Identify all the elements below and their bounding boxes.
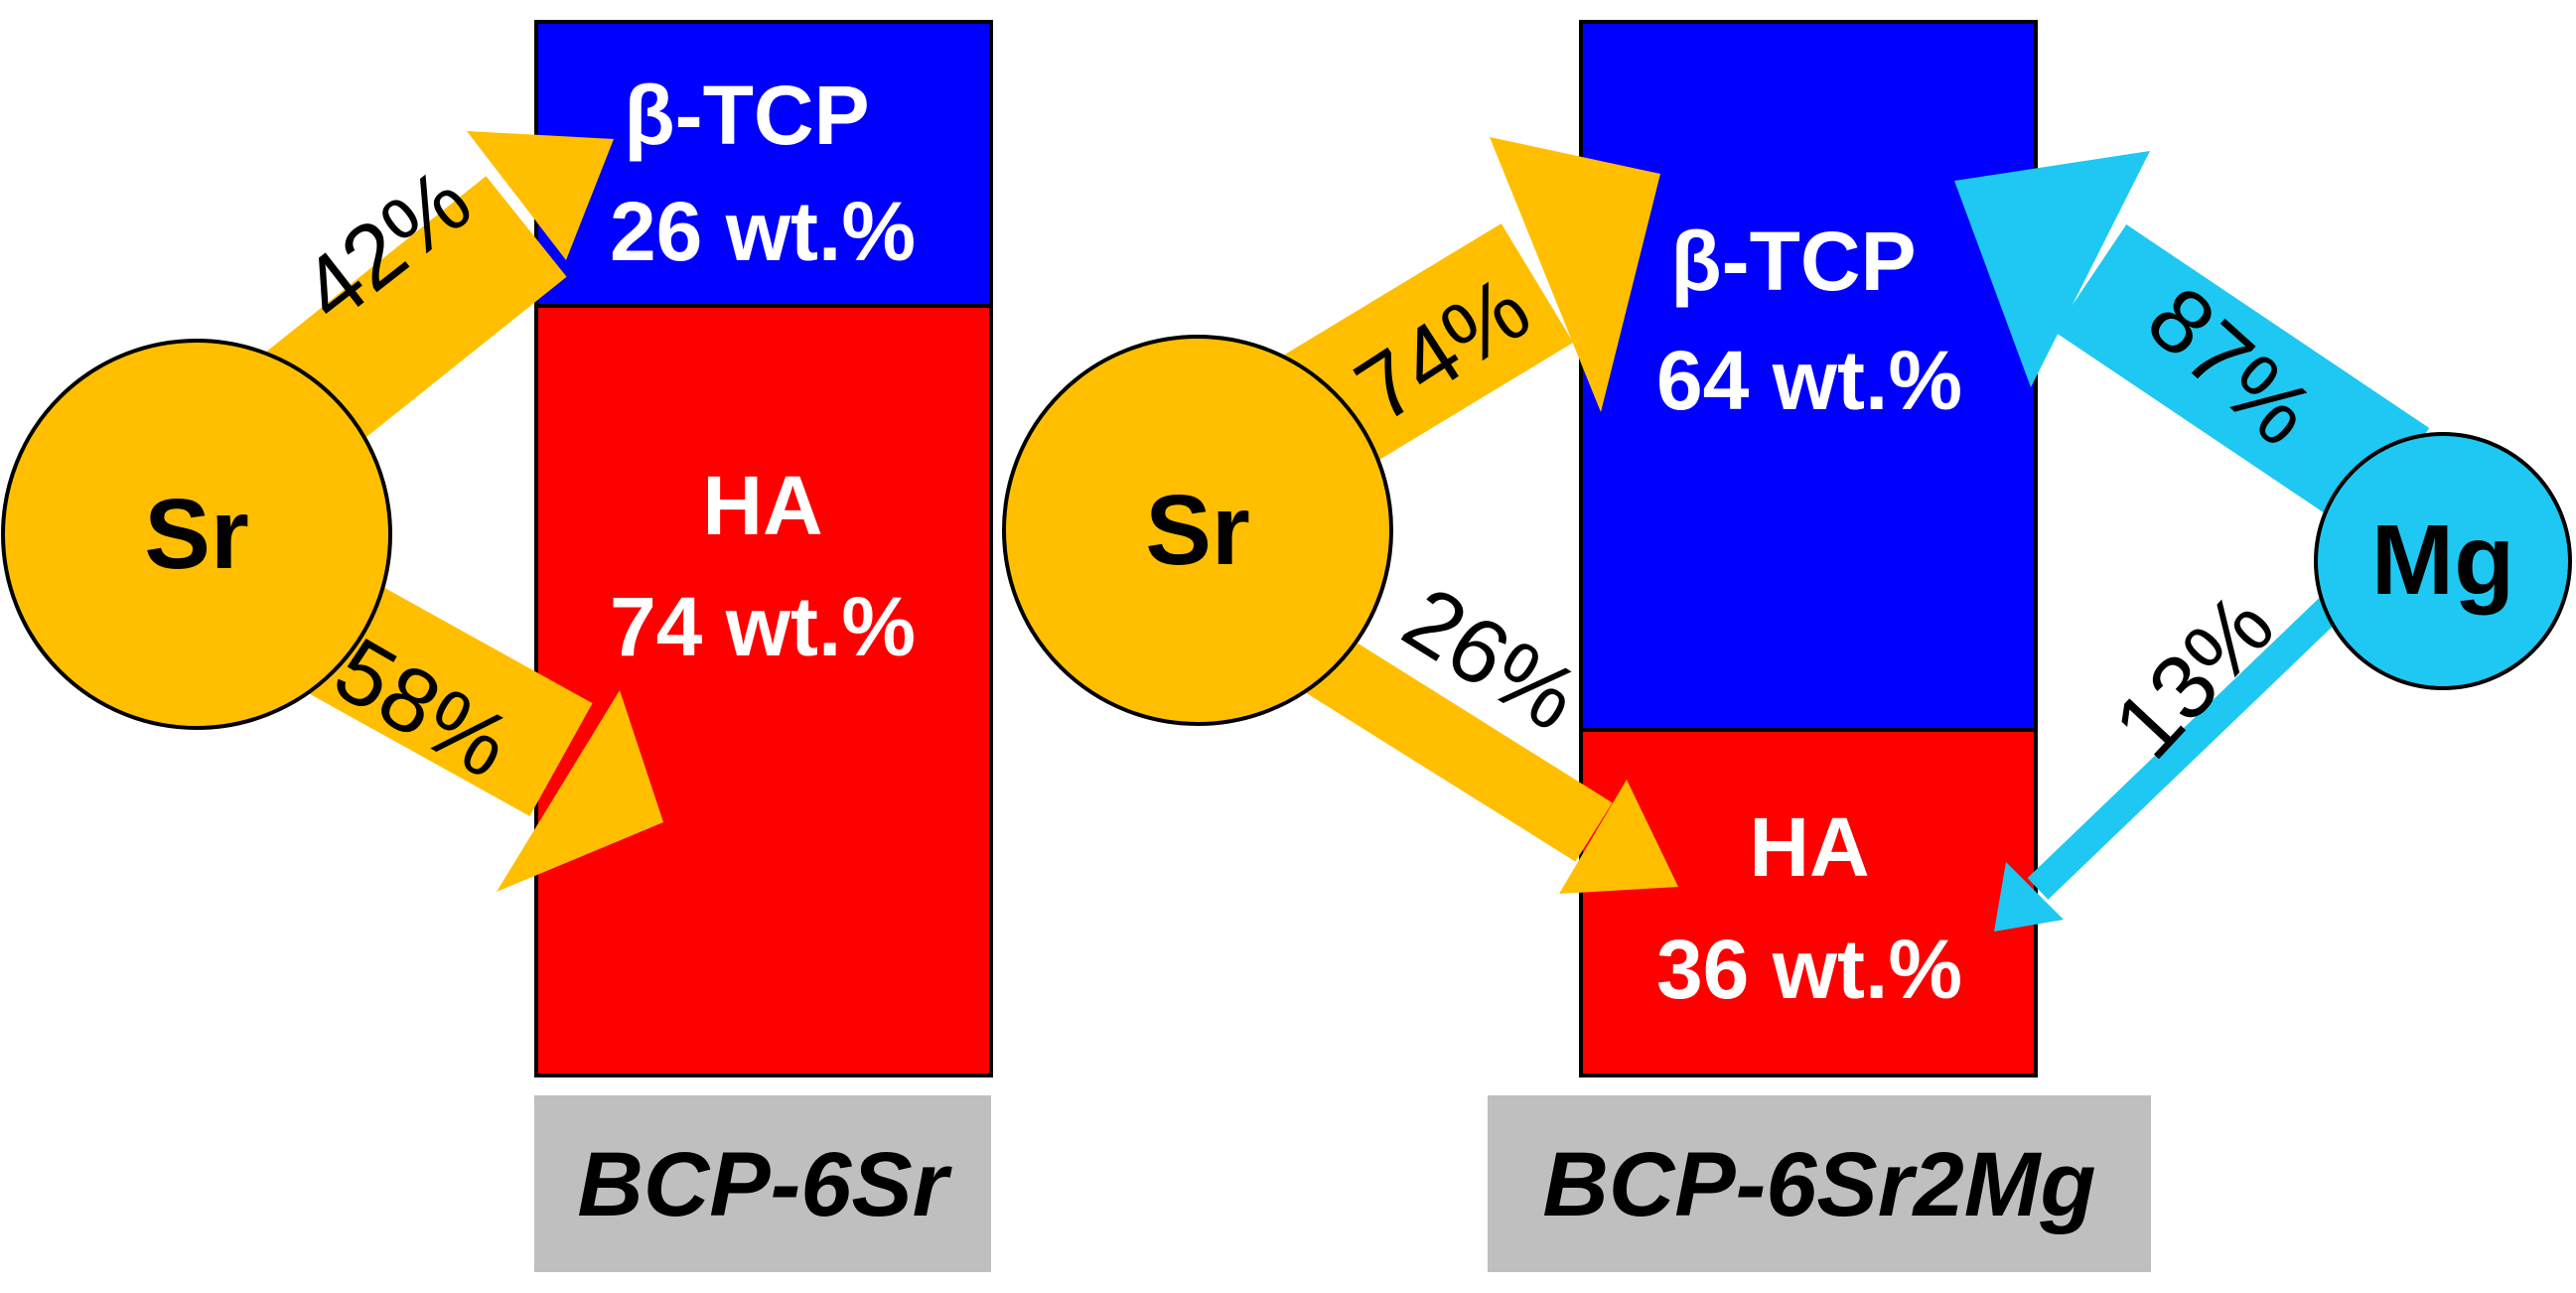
- beta-tcp-name: β-TCP: [1670, 215, 1916, 308]
- panel-bcp-6sr2mg: Sr Mg 74% 26% 87% 13% β-TCP 64 wt.% HA 3…: [1002, 20, 2572, 1272]
- beta-tcp-amount: 64 wt.%: [1656, 334, 1962, 427]
- beta-tcp-name: β-TCP: [624, 69, 869, 162]
- panel-bcp-6sr: Sr 42% 58% β-TCP 26 wt.% HA 74 wt.% BCP-…: [1, 20, 993, 1272]
- beta-tcp-bar-segment: [534, 20, 993, 308]
- ha-bar-segment: [1579, 728, 2038, 1078]
- ha-amount: 74 wt.%: [610, 580, 916, 673]
- ha-name: HA: [702, 459, 822, 552]
- sr-source-circle: [1002, 335, 1393, 726]
- sr-label: Sr: [1145, 475, 1250, 586]
- beta-tcp-bar-segment: [1579, 20, 2038, 732]
- sr-label: Sr: [144, 479, 249, 590]
- mg-label: Mg: [2371, 504, 2514, 616]
- sr-source-circle: [1, 339, 392, 730]
- ha-bar-segment: [534, 304, 993, 1078]
- mg-to-beta-tcp-arrow: [1954, 151, 2430, 535]
- beta-tcp-amount: 26 wt.%: [610, 185, 916, 278]
- sample-label-box: [1488, 1095, 2151, 1272]
- sample-label-box: [534, 1095, 991, 1272]
- ha-amount: 36 wt.%: [1656, 923, 1962, 1016]
- ha-name: HA: [1749, 800, 1869, 894]
- sample-label: BCP-6Sr2Mg: [1542, 1134, 2095, 1235]
- mg-to-ha-arrow: [1994, 565, 2374, 932]
- sample-label: BCP-6Sr: [577, 1134, 951, 1235]
- mg-source-circle: [2314, 432, 2572, 690]
